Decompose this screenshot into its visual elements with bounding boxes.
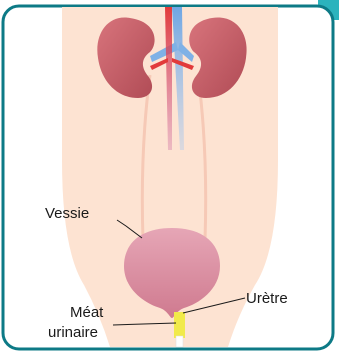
- label-urethra: Urètre: [246, 290, 288, 308]
- urethra: [174, 312, 185, 338]
- meatus-opening: [176, 336, 183, 347]
- label-meatus-line1: Méat: [70, 304, 103, 322]
- label-bladder: Vessie: [45, 205, 89, 223]
- label-meatus-line2: urinaire: [48, 324, 98, 342]
